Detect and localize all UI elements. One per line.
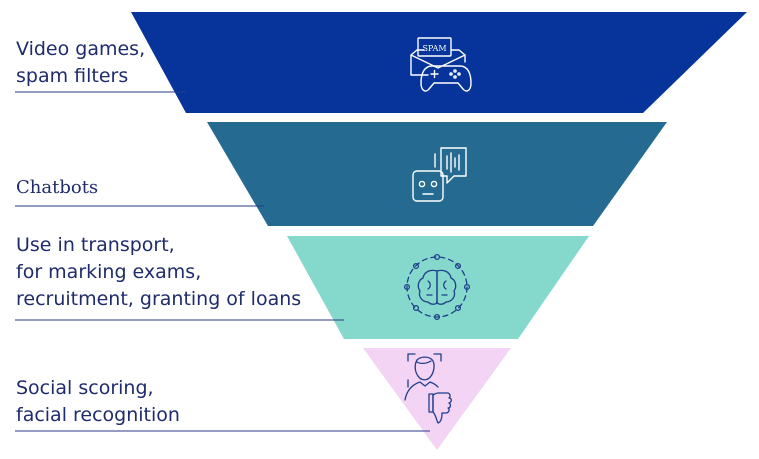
- level-4-label-line-2: facial recognition: [16, 404, 180, 426]
- pyramid-level-1: SPAM: [131, 12, 747, 113]
- level-2-label: Chatbots: [16, 174, 98, 201]
- ai-brain-network-icon: [403, 253, 471, 321]
- spam-icon-text: SPAM: [422, 44, 446, 53]
- chatbot-speech-icon: [412, 147, 467, 202]
- spam-envelope-gamepad-icon: SPAM: [410, 37, 472, 92]
- level-3-label-line-3: recruitment, granting of loans: [16, 288, 302, 310]
- pyramid-band-2: [207, 122, 667, 226]
- level-1-label-line-2: spam filters: [16, 65, 129, 87]
- pyramid-level-2: [207, 122, 667, 226]
- pyramid-band-4: [363, 348, 511, 450]
- pyramid-level-3: [287, 236, 589, 339]
- level-1-label: Video games, spam filters: [16, 36, 145, 90]
- pyramid-band-1: [131, 12, 747, 113]
- level-3-label-line-2: for marking exams,: [16, 261, 202, 283]
- level-3-label: Use in transport, for marking exams, rec…: [16, 232, 301, 313]
- level-2-label-line-1: Chatbots: [16, 177, 99, 198]
- pyramid-band-3: [287, 236, 589, 339]
- level-4-label-line-1: Social scoring,: [16, 377, 154, 399]
- level-3-label-line-1: Use in transport,: [16, 234, 175, 256]
- level-1-label-line-1: Video games,: [16, 38, 146, 60]
- face-scan-thumbs-down-icon: [404, 353, 452, 424]
- level-4-label: Social scoring, facial recognition: [16, 375, 180, 429]
- pyramid-level-4: [363, 348, 511, 450]
